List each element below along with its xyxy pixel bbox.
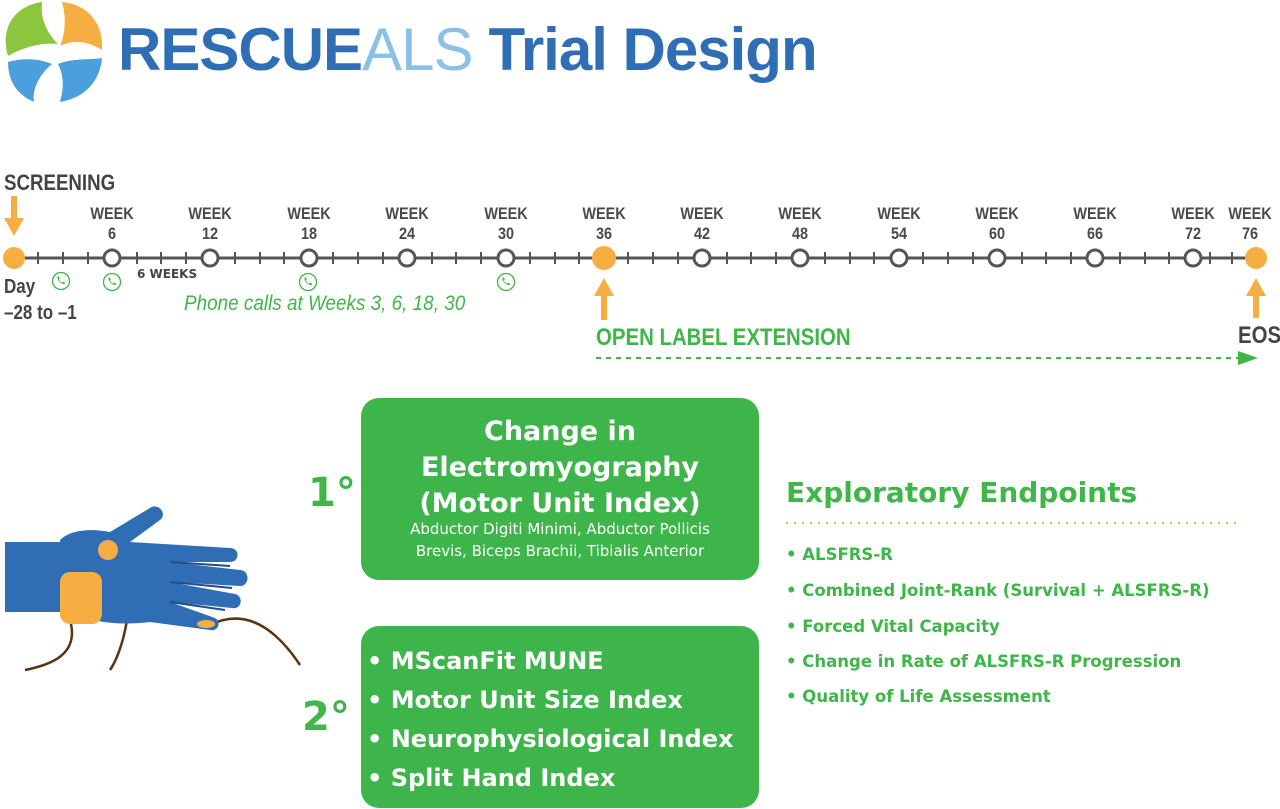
node-screening — [3, 247, 25, 269]
secondary-marker: 2° — [302, 694, 350, 740]
day-range-text: –28 to –1 — [4, 302, 77, 324]
hand-electrode-icon — [5, 506, 302, 672]
node-week-42 — [692, 248, 712, 268]
eos-arrow-icon — [1246, 278, 1266, 318]
open-label-extension-label: OPEN LABEL EXTENSION — [596, 324, 851, 351]
node-week-24 — [397, 248, 417, 268]
title-als: ALS — [362, 16, 473, 83]
exploratory-divider — [786, 522, 1242, 524]
logo-icon — [5, 2, 103, 102]
primary-title-line3: (Motor Unit Index) — [419, 488, 701, 519]
phone-icon — [102, 272, 122, 292]
screening-label: SCREENING — [4, 170, 116, 195]
secondary-endpoint-box: • MScanFit MUNE • Motor Unit Size Index … — [361, 626, 759, 808]
node-week-76 — [1245, 247, 1267, 269]
title-trial-design: Trial Design — [488, 16, 817, 83]
exploratory-item: • Combined Joint-Rank (Survival + ALSFRS… — [786, 581, 1210, 600]
day-label-text: Day — [4, 276, 36, 298]
node-week-18 — [299, 248, 319, 268]
exploratory-item: • Forced Vital Capacity — [786, 617, 1000, 636]
ole-dashed-arrow — [596, 351, 1258, 365]
node-week-72 — [1183, 248, 1203, 268]
node-week-30 — [496, 248, 516, 268]
secondary-item: • Motor Unit Size Index — [367, 686, 683, 714]
title-rescue: RESCUE — [118, 16, 363, 83]
primary-detail: Abductor Digiti Minimi, Abductor Pollici… — [361, 518, 759, 562]
secondary-item: • Neurophysiological Index — [367, 725, 734, 753]
node-week-48 — [790, 248, 810, 268]
primary-marker: 1° — [308, 470, 356, 516]
secondary-list: • MScanFit MUNE • Motor Unit Size Index … — [367, 642, 733, 798]
primary-title: Change in Electromyography (Motor Unit I… — [361, 414, 759, 522]
secondary-item: • MScanFit MUNE — [367, 647, 604, 675]
phone-icon — [496, 272, 516, 292]
primary-detail-line2: Brevis, Biceps Brachii, Tibialis Anterio… — [415, 542, 705, 560]
eos-label: EOS — [1238, 322, 1280, 349]
primary-endpoint-box: Change in Electromyography (Motor Unit I… — [361, 398, 759, 580]
exploratory-item: • Quality of Life Assessment — [786, 687, 1051, 706]
phone-icon — [51, 271, 71, 291]
primary-title-line1: Change in — [484, 416, 636, 447]
node-week-54 — [889, 248, 909, 268]
node-week-66 — [1085, 248, 1105, 268]
exploratory-item: • Change in Rate of ALSFRS-R Progression — [786, 652, 1182, 671]
node-week-6 — [102, 248, 122, 268]
exploratory-item: • ALSFRS-R — [786, 545, 893, 564]
node-week-36 — [592, 246, 616, 270]
node-week-60 — [987, 248, 1007, 268]
secondary-item: • Split Hand Index — [367, 764, 616, 792]
exploratory-title: Exploratory Endpoints — [786, 476, 1138, 509]
interval-label: 6 WEEKS — [137, 267, 198, 281]
phone-icon — [298, 272, 318, 292]
day-label: Day –28 to –1 — [4, 274, 77, 326]
phone-calls-note: Phone calls at Weeks 3, 6, 18, 30 — [184, 292, 466, 315]
screening-arrow-icon — [4, 196, 24, 236]
week-36-arrow-icon — [594, 278, 614, 320]
primary-title-line2: Electromyography — [420, 452, 700, 483]
primary-detail-line1: Abductor Digiti Minimi, Abductor Pollici… — [410, 520, 710, 538]
timeline — [3, 246, 1267, 270]
node-week-12 — [200, 248, 220, 268]
